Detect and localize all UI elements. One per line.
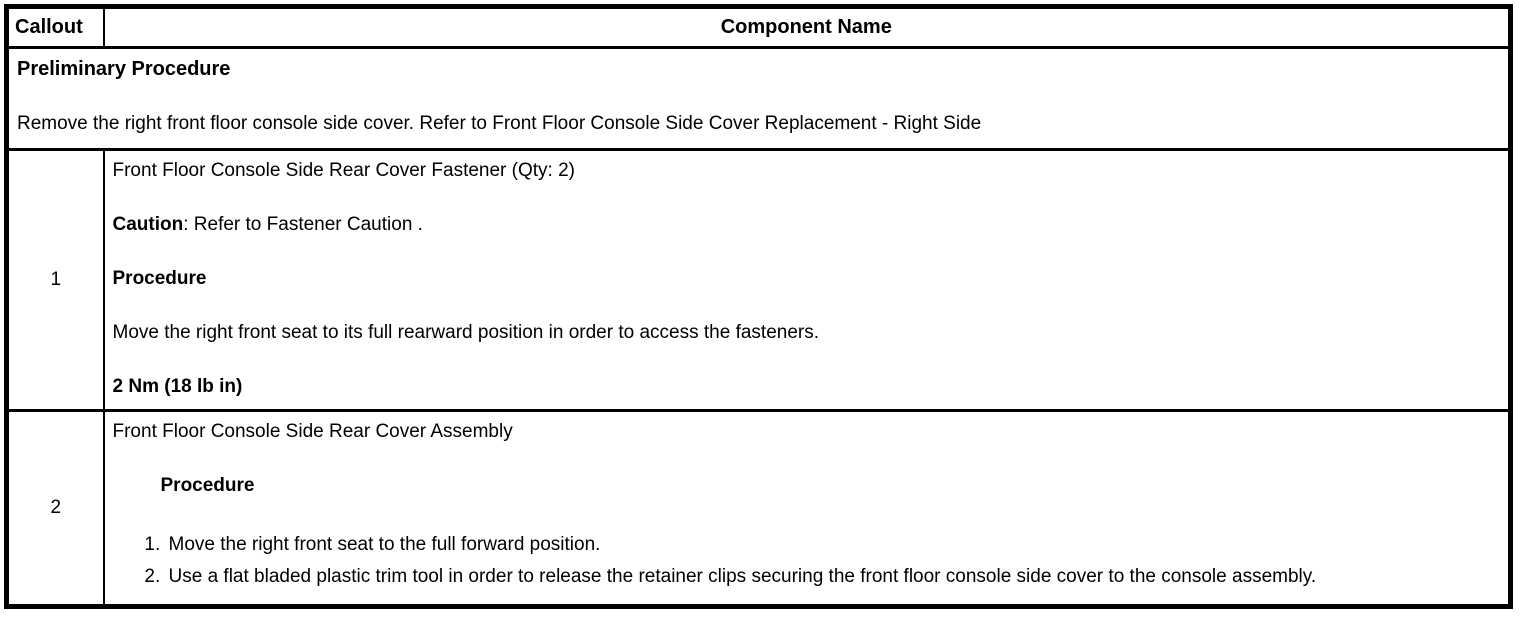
table-header-row: Callout Component Name: [5, 5, 1512, 49]
table-row-callout-1: 1 Front Floor Console Side Rear Cover Fa…: [5, 148, 1512, 412]
callout-number-2: 2: [5, 409, 105, 608]
table-row-callout-2: 2 Front Floor Console Side Rear Cover As…: [5, 409, 1512, 608]
procedure-step-1: Move the right front seat to the full fo…: [166, 529, 1501, 561]
component-cell-2: Front Floor Console Side Rear Cover Asse…: [102, 409, 1512, 608]
caution-note: Caution: Refer to Fastener Caution .: [113, 214, 1501, 236]
procedure-steps-list: Move the right front seat to the full fo…: [113, 529, 1501, 593]
preliminary-procedure-cell: Preliminary Procedure Remove the right f…: [5, 46, 1512, 151]
component-name-column-header: Component Name: [102, 5, 1512, 49]
caution-text: : Refer to Fastener Caution .: [183, 214, 423, 235]
preliminary-procedure-row: Preliminary Procedure Remove the right f…: [5, 46, 1512, 151]
component-name-text: Front Floor Console Side Rear Cover Asse…: [112, 421, 513, 442]
preliminary-procedure-text: Remove the right front floor console sid…: [17, 113, 982, 134]
parts-table: Callout Component Name Preliminary Proce…: [4, 4, 1513, 609]
procedure-step-2: Use a flat bladed plastic trim tool in o…: [166, 561, 1501, 593]
preliminary-procedure-title: Preliminary Procedure: [17, 58, 231, 80]
procedure-text: Move the right front seat to its full re…: [112, 322, 820, 343]
procedure-heading: Procedure: [112, 268, 207, 289]
caution-label: Caution: [112, 214, 184, 235]
procedure-heading: Procedure: [160, 475, 255, 496]
callout-number-1: 1: [5, 148, 105, 412]
torque-spec: 2 Nm (18 lb in): [112, 376, 243, 397]
callout-column-header: Callout: [5, 5, 105, 49]
component-name-text: Front Floor Console Side Rear Cover Fast…: [112, 160, 576, 181]
component-cell-1: Front Floor Console Side Rear Cover Fast…: [102, 148, 1512, 412]
